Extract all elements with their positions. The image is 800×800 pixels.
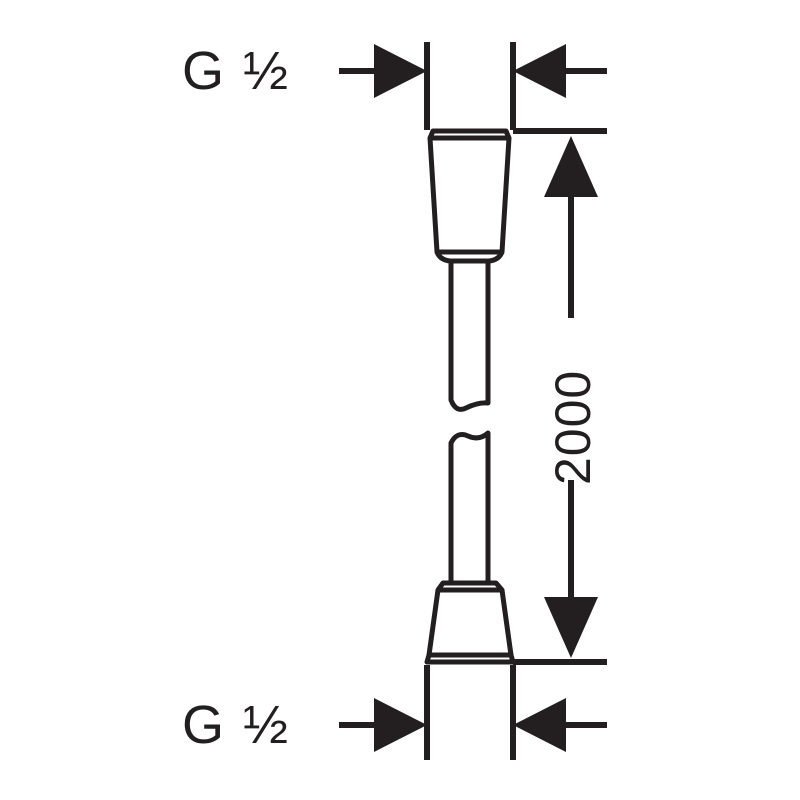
bottom-thread-dimension-group: [339, 665, 607, 760]
arrow-left-solid-top-right: [513, 44, 566, 98]
arrow-right-solid-bottom-left: [374, 698, 427, 752]
hose-tube-lower: [448, 430, 491, 583]
bottom-connector-base: [424, 652, 516, 665]
length-dimension-value: 2000: [545, 369, 601, 485]
thread-callout-bottom-text: G ½: [182, 695, 291, 755]
top-thread-dimension-group: [339, 42, 607, 130]
thread-callout-top-text: G ½: [182, 41, 291, 101]
arrow-left-solid-bottom-right: [513, 698, 566, 752]
top-connector-body: [427, 137, 512, 255]
arrow-right-solid-top-left: [374, 44, 427, 98]
thread-callout-bottom: G ½: [182, 698, 290, 752]
break-symbol-lower: [448, 430, 491, 446]
break-symbol-upper: [448, 397, 491, 412]
thread-callout-top: G ½: [182, 44, 290, 98]
hose-tube-upper: [448, 261, 491, 412]
top-connector-shoulder: [434, 250, 505, 264]
top-connector-cap: [427, 128, 512, 141]
length-dimension-label: 2000: [545, 369, 601, 485]
length-dimension-group: [544, 136, 598, 658]
top-connector-nut: [427, 128, 512, 264]
bottom-connector-cone: [424, 580, 516, 665]
arrow-down-solid-dimension: [544, 597, 598, 658]
arrow-up-solid-dimension: [544, 136, 598, 197]
bottom-connector-body: [426, 589, 514, 658]
bottom-connector-shoulder: [435, 580, 505, 593]
